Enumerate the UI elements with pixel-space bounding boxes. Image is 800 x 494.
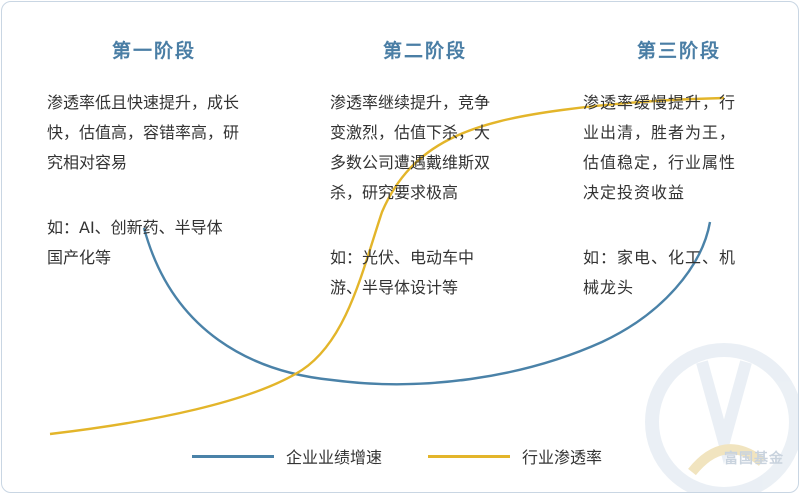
stage-3-description: 渗透率缓慢提升，行 业出清，胜者为王， 估值稳定，行业属性 决定投资收益 bbox=[583, 88, 736, 208]
watermark-emblem bbox=[645, 343, 798, 492]
stage-3-examples: 如：家电、化工、机 械龙头 bbox=[583, 243, 736, 303]
legend-item-growth: 企业业绩增速 bbox=[192, 444, 382, 468]
legend-swatch-penetration bbox=[428, 454, 510, 458]
stage-2-example-line: 如：光伏、电动车中 bbox=[330, 248, 475, 267]
stage-1-desc-line: 渗透率低且快速提升，成长 bbox=[47, 93, 240, 112]
stage-2-desc-line: 变激烈，估值下杀，大 bbox=[330, 123, 491, 142]
stage-2-description: 渗透率继续提升，竞争 变激烈，估值下杀，大 多数公司遭遇戴维斯双 杀，研究要求极… bbox=[330, 88, 490, 208]
stage-1-desc-line: 快，估值高，容错率高，研 bbox=[47, 123, 240, 142]
stage-2-desc-line: 多数公司遭遇戴维斯双 bbox=[330, 153, 491, 172]
stage-2-example-line: 游、半导体设计等 bbox=[330, 278, 459, 297]
stage-3-desc-line: 渗透率缓慢提升，行 bbox=[583, 93, 737, 112]
stage-3-desc-line: 业出清，胜者为王， bbox=[583, 123, 737, 142]
stage-1-example-line: 国产化等 bbox=[47, 248, 112, 267]
stage-3-desc-line: 决定投资收益 bbox=[583, 183, 686, 202]
growth-curve bbox=[142, 221, 712, 386]
stage-1-examples: 如：AI、创新药、半导体 国产化等 bbox=[47, 213, 223, 273]
legend-item-penetration: 行业渗透率 bbox=[428, 444, 602, 468]
legend-label-penetration: 行业渗透率 bbox=[522, 448, 603, 467]
stage-3-title: 第三阶段 bbox=[636, 40, 721, 62]
stage-3-desc-line: 估值稳定，行业属性 bbox=[583, 153, 737, 172]
stage-2-desc-line: 杀，研究要求极高 bbox=[330, 183, 459, 202]
stage-2-title: 第二阶段 bbox=[382, 40, 467, 62]
stage-1-title: 第一阶段 bbox=[111, 40, 196, 62]
stage-1-example-line: 如：AI、创新药、半导体 bbox=[47, 218, 223, 237]
legend-label-growth: 企业业绩增速 bbox=[286, 448, 383, 467]
stage-2-examples: 如：光伏、电动车中 游、半导体设计等 bbox=[330, 243, 474, 303]
stage-1-desc-line: 究相对容易 bbox=[47, 153, 128, 172]
stage-3-example-line: 如：家电、化工、机 bbox=[583, 248, 737, 267]
penetration-curve bbox=[49, 96, 725, 436]
legend-swatch-growth bbox=[192, 454, 274, 458]
stage-3-example-line: 械龙头 bbox=[583, 278, 635, 297]
watermark-text: 富国基金 bbox=[724, 451, 784, 467]
stage-2-desc-line: 渗透率继续提升，竞争 bbox=[330, 93, 491, 112]
stage-1-description: 渗透率低且快速提升，成长 快，估值高，容错率高，研 究相对容易 bbox=[47, 88, 239, 178]
